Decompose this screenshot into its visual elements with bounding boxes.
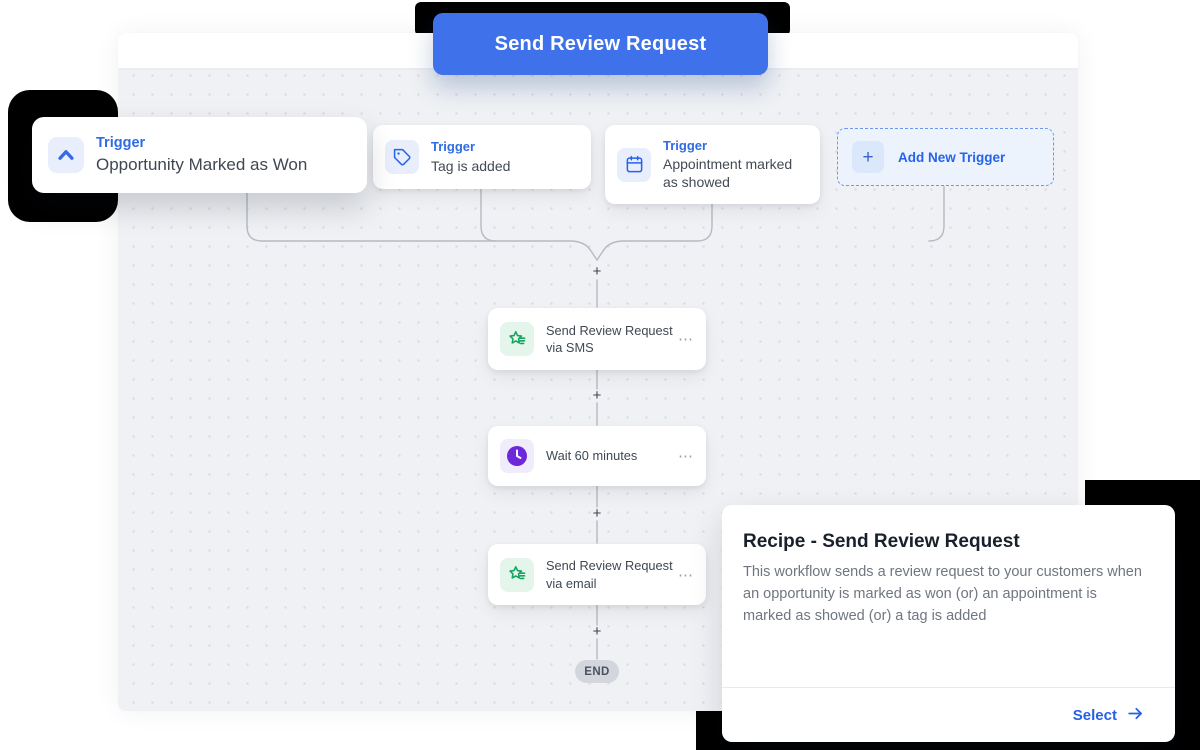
select-label: Select — [1072, 706, 1117, 724]
add-step-button[interactable]: + — [592, 623, 602, 640]
add-step-button[interactable]: + — [592, 387, 602, 404]
recipe-footer: Select — [722, 687, 1175, 742]
clock-icon — [500, 439, 534, 473]
action-card-send-review-email[interactable]: Send Review Request via email ⋯ — [488, 544, 706, 605]
trigger-card-appointment-showed[interactable]: Trigger Appointment marked as showed — [605, 125, 820, 204]
calendar-icon — [617, 147, 651, 182]
trigger-name: Tag is added — [431, 157, 511, 174]
trigger-kicker: Trigger — [96, 135, 146, 152]
workflow-end-badge: END — [575, 660, 619, 683]
select-recipe-button[interactable]: Select — [1073, 704, 1145, 727]
card-menu-button[interactable]: ⋯ — [678, 331, 694, 348]
recipe-title: Recipe - Send Review Request — [743, 531, 1020, 552]
add-step-button[interactable]: + — [592, 263, 602, 280]
trigger-card-opportunity-won[interactable]: Trigger Opportunity Marked as Won — [32, 117, 367, 193]
send-review-request-banner-button[interactable]: Send Review Request — [433, 13, 768, 75]
add-step-button[interactable]: + — [592, 505, 602, 522]
tag-icon — [385, 140, 419, 174]
trigger-kicker: Trigger — [663, 137, 708, 153]
review-star-icon — [500, 557, 534, 592]
action-card-send-review-sms[interactable]: Send Review Request via SMS ⋯ — [488, 308, 706, 370]
trigger-name: Opportunity Marked as Won — [96, 154, 308, 174]
add-new-trigger-label: Add New Trigger — [898, 149, 1006, 165]
plus-icon: + — [852, 141, 884, 173]
card-menu-button[interactable]: ⋯ — [678, 448, 694, 465]
recipe-info-card: Recipe - Send Review Request This workfl… — [722, 505, 1175, 742]
recipe-description: This workflow sends a review request to … — [743, 564, 1142, 624]
chevron-up-icon — [48, 137, 84, 173]
action-name: Wait 60 minutes — [546, 448, 638, 464]
action-name: Send Review Request via email — [546, 558, 673, 591]
action-name: Send Review Request via SMS — [546, 322, 673, 355]
trigger-name: Appointment marked as showed — [663, 155, 793, 191]
arrow-right-icon — [1126, 704, 1145, 727]
add-new-trigger-button[interactable]: + Add New Trigger — [837, 128, 1054, 186]
action-card-wait[interactable]: Wait 60 minutes ⋯ — [488, 426, 706, 486]
trigger-kicker: Trigger — [431, 139, 476, 155]
review-star-icon — [500, 322, 534, 356]
trigger-card-tag-added[interactable]: Trigger Tag is added — [373, 125, 591, 189]
card-menu-button[interactable]: ⋯ — [678, 566, 694, 584]
